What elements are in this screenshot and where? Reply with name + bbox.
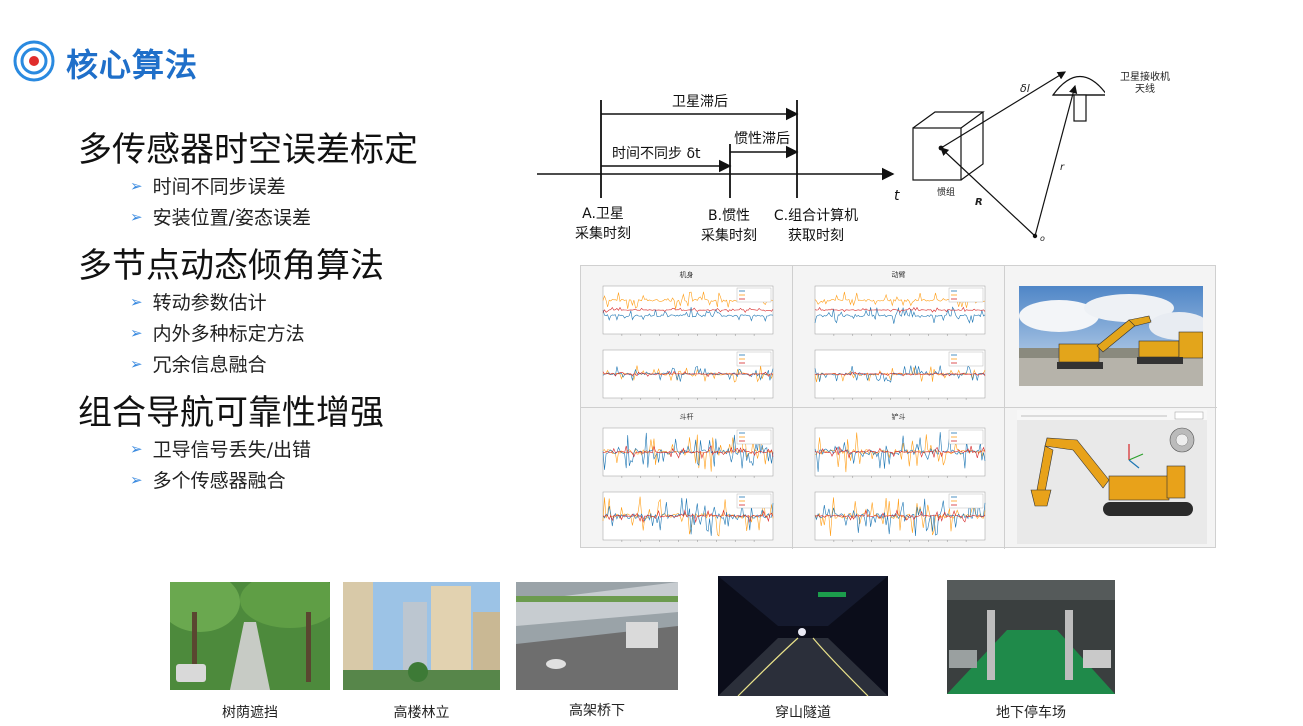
- arrow-bullet-icon: ➢: [130, 323, 143, 342]
- plot-cell-boom: 动臂: [793, 266, 1004, 407]
- arrow-bullet-icon: ➢: [130, 176, 143, 195]
- scene-caption: 高楼林立: [393, 705, 450, 721]
- bullet-item: ➢冗余信息融合: [130, 354, 267, 376]
- scene-photo-underground-parking: [947, 580, 1115, 694]
- scene-photo-tunnel: [718, 576, 888, 696]
- excavator-photo: [1019, 286, 1203, 386]
- arrow-bullet-icon: ➢: [130, 470, 143, 489]
- bullet-item: ➢转动参数估计: [130, 292, 267, 314]
- satellite-lag-label: 卫星滞后: [672, 94, 728, 110]
- bullet-item: ➢安装位置/姿态误差: [130, 207, 311, 229]
- bullet-item: ➢多个传感器融合: [130, 470, 286, 492]
- scene-caption: 穿山隧道: [775, 705, 831, 721]
- time-async-label: 时间不同步 δt: [612, 146, 701, 162]
- point-a-label: A.卫星采集时刻: [575, 206, 631, 242]
- section-heading-calibration: 多传感器时空误差标定: [78, 130, 418, 170]
- scene-photo-viaduct: [516, 582, 678, 690]
- arrow-bullet-icon: ➢: [130, 354, 143, 373]
- arrow-bullet-icon: ➢: [130, 292, 143, 311]
- t-axis-label: t: [894, 188, 900, 204]
- antenna-icon: [1051, 76, 1105, 122]
- arrow-bullet-icon: ➢: [130, 207, 143, 226]
- timeline-diagram: [537, 100, 895, 198]
- page-title: 核心算法: [66, 46, 199, 84]
- section-heading-tilt: 多节点动态倾角算法: [78, 246, 384, 286]
- target-icon: [12, 39, 56, 87]
- scene-photo-high-rise: [343, 582, 500, 690]
- scene-caption: 树荫遮挡: [222, 705, 278, 721]
- bullet-item: ➢时间不同步误差: [130, 176, 286, 198]
- scene-caption: 地下停车场: [996, 705, 1066, 721]
- arrow-bullet-icon: ➢: [130, 439, 143, 458]
- imu-cube-icon: [912, 111, 985, 181]
- lever-arm-diagram: [912, 71, 1105, 239]
- plot-cell-body: 机身: [581, 266, 792, 407]
- bullet-item: ➢卫导信号丢失/出错: [130, 439, 311, 461]
- scene-photo-tree-shade: [170, 582, 330, 690]
- R-label: R: [975, 197, 983, 208]
- point-b-label: B.惯性采集时刻: [701, 208, 757, 244]
- scene-caption: 高架桥下: [569, 703, 625, 719]
- antenna-label: 卫星接收机天线: [1120, 72, 1170, 95]
- bullet-item: ➢内外多种标定方法: [130, 323, 305, 345]
- r-label: r: [1060, 162, 1065, 173]
- imu-label: 惯组: [937, 188, 956, 198]
- origin-label: o: [1040, 234, 1045, 243]
- inertial-lag-label: 惯性滞后: [734, 131, 790, 147]
- page-header: 核心算法: [12, 38, 198, 88]
- point-c-label: C.组合计算机获取时刻: [773, 208, 859, 244]
- section-heading-reliability: 组合导航可靠性增强: [78, 393, 384, 433]
- delta-l-label: δl: [1020, 82, 1030, 95]
- plot-cell-bucket: 铲斗: [793, 408, 1004, 549]
- sensor-plots-panel: 机身 动臂 斗杆 铲斗: [580, 265, 1217, 549]
- plot-cell-arm: 斗杆: [581, 408, 792, 549]
- excavator-3d-model: [1017, 410, 1207, 544]
